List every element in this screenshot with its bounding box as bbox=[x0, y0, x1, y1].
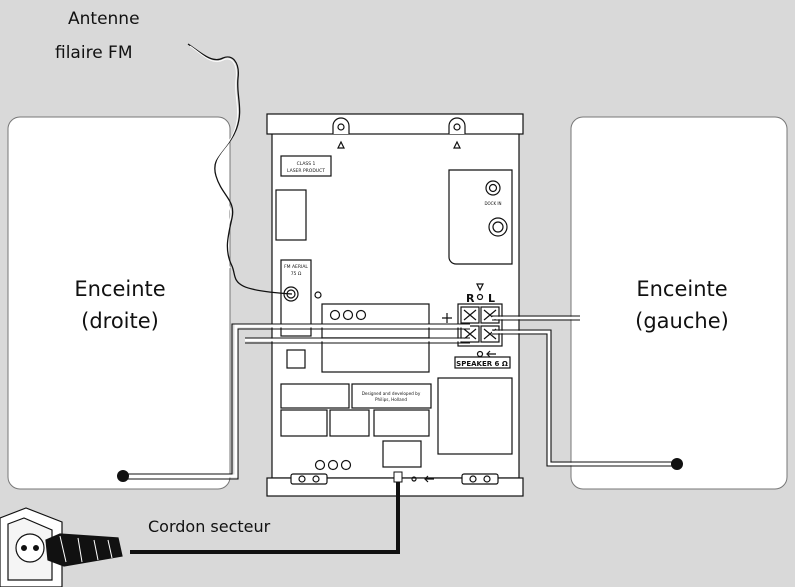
speaker-left-panel bbox=[570, 116, 788, 490]
laser-label-line2: LASER PRODUCT bbox=[287, 168, 325, 174]
designed-label-line1: Designed and developed by bbox=[362, 391, 421, 396]
main-unit bbox=[266, 113, 524, 497]
channel-l-label: L bbox=[488, 292, 495, 305]
power-plug bbox=[45, 533, 123, 567]
speaker-terminal-label: SPEAKER 6 Ω bbox=[456, 360, 508, 368]
speaker-left-label-line2: (gauche) bbox=[635, 309, 729, 333]
speaker-right-connector bbox=[117, 470, 129, 482]
antenna-label-line1: Antenne bbox=[68, 9, 140, 29]
speaker-right-label-line1: Enceinte bbox=[74, 277, 166, 301]
fm-aerial-label-line2: 75 Ω bbox=[291, 271, 302, 277]
power-cord-label: Cordon secteur bbox=[148, 517, 271, 536]
channel-r-label: R bbox=[466, 292, 475, 305]
laser-label-line1: CLASS 1 bbox=[297, 161, 316, 167]
fm-aerial-label-line1: FM AERIAL bbox=[284, 264, 308, 270]
speaker-wires bbox=[121, 315, 679, 480]
dock-in-label: DOCK IN bbox=[484, 201, 501, 206]
power-cord bbox=[130, 480, 400, 554]
speaker-right-label-line2: (droite) bbox=[81, 309, 159, 333]
antenna-label-line2: filaire FM bbox=[55, 43, 133, 63]
wall-outlet bbox=[0, 507, 63, 587]
speaker-left-connector bbox=[671, 458, 683, 470]
speaker-left-label-line1: Enceinte bbox=[636, 277, 728, 301]
fm-antenna-wire bbox=[187, 43, 293, 295]
speaker-right-panel bbox=[7, 116, 231, 490]
designed-label-line2: Philips, Holland bbox=[375, 397, 407, 402]
